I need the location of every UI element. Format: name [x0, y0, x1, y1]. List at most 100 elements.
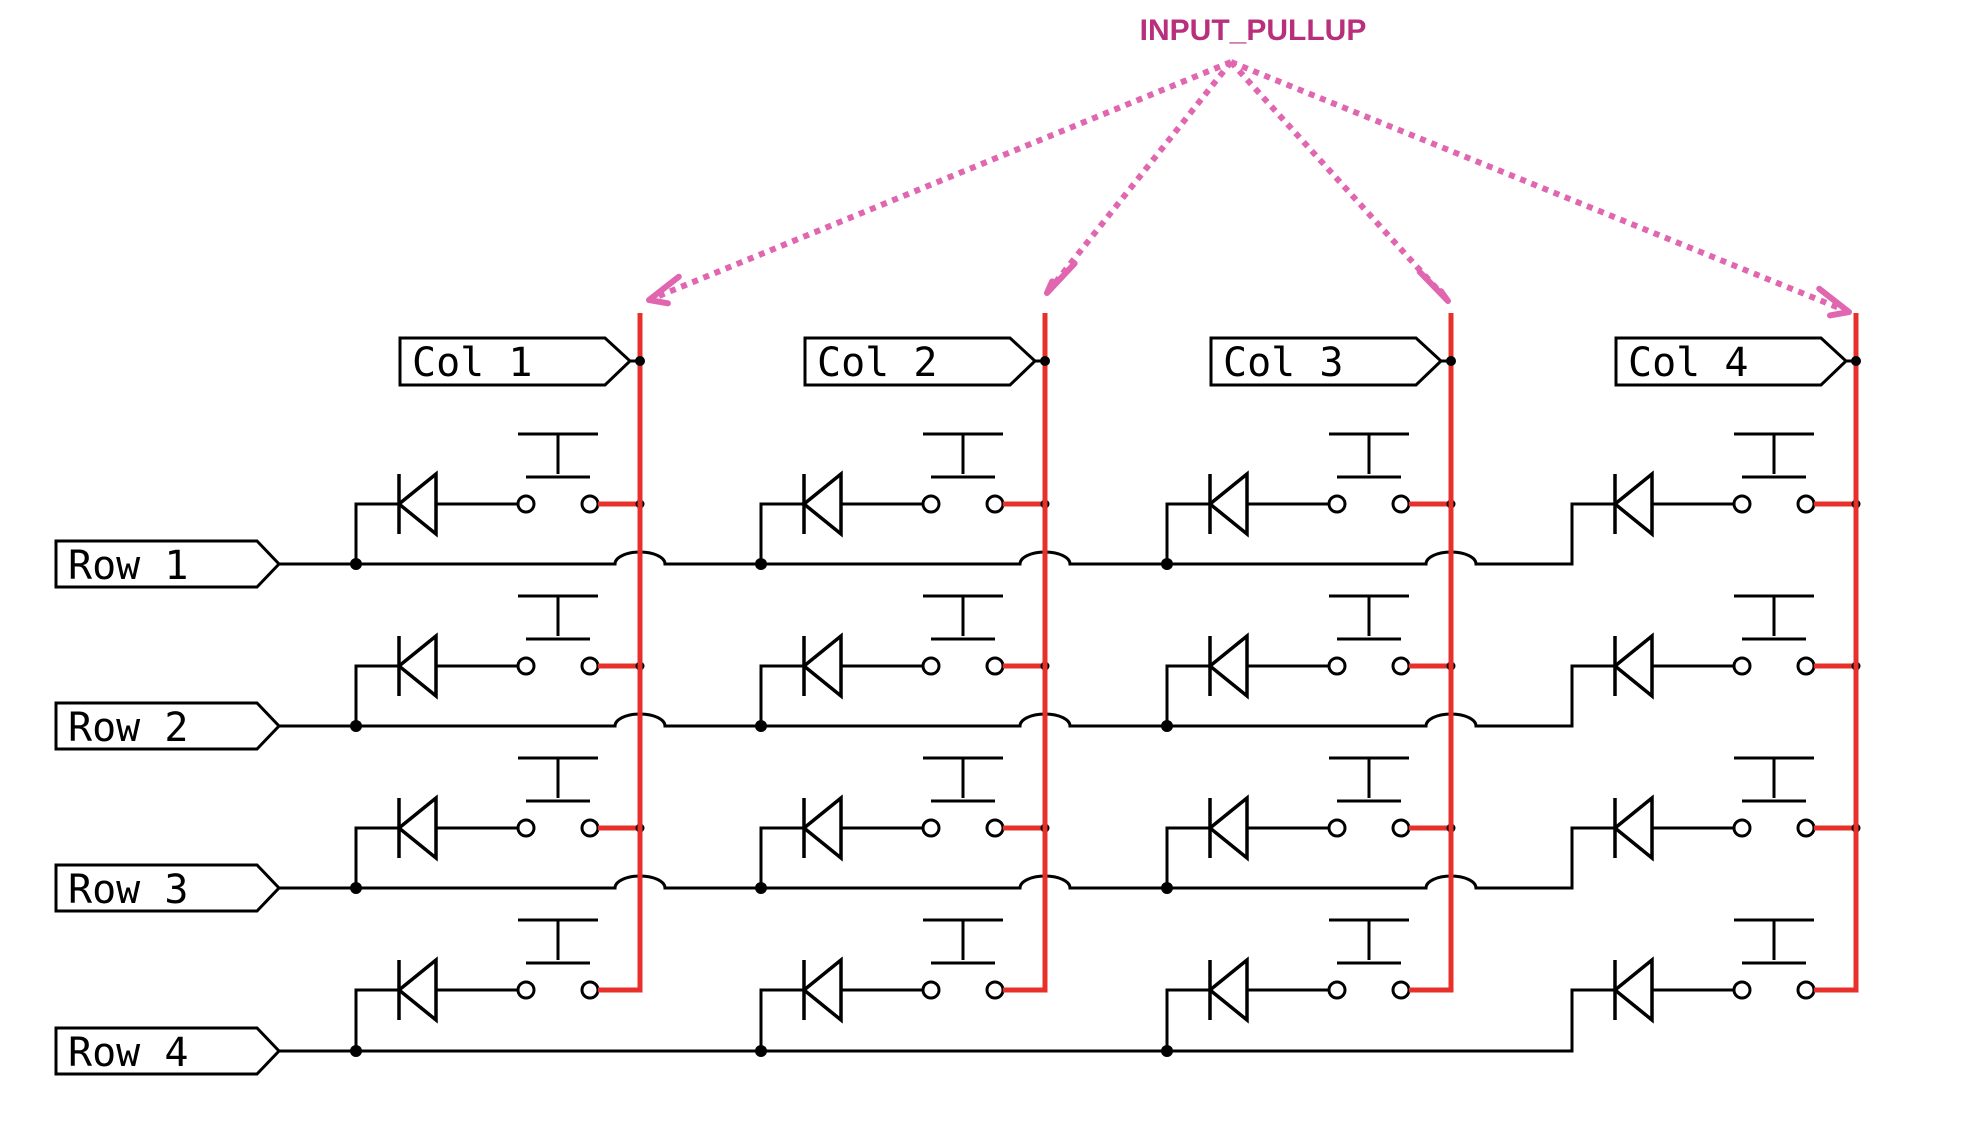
key-cell-c1-r3	[350, 756, 600, 894]
diode-icon	[1612, 632, 1654, 700]
key-cell-c2-r4	[755, 918, 1005, 1057]
row-branch-wire	[759, 502, 804, 566]
key-cell-c3-r2	[1161, 594, 1411, 732]
switch-contact-left	[516, 656, 536, 676]
switch-contact-left	[921, 818, 941, 838]
push-button-switch-icon	[1327, 756, 1411, 838]
port-shape	[54, 863, 282, 913]
push-button-switch-icon	[921, 756, 1005, 838]
port-shape	[803, 336, 1038, 387]
diode-icon	[1207, 632, 1249, 700]
col-label-2: Col 2	[803, 336, 1047, 387]
push-button-switch-icon	[1732, 594, 1816, 676]
diode-triangle	[1612, 794, 1654, 862]
switch-contact-right	[1796, 980, 1816, 1000]
column-1-net	[600, 313, 643, 993]
push-button-switch-icon	[1732, 432, 1816, 514]
diode-icon	[1207, 794, 1249, 862]
diode-icon	[396, 632, 438, 700]
diode-triangle	[1207, 632, 1249, 700]
arrow-head-icon	[1416, 268, 1451, 304]
switch-contact-right	[1391, 494, 1411, 514]
row-2-net	[277, 664, 1574, 728]
switch-contact-left	[1732, 656, 1752, 676]
arrow-to-col-4	[1229, 59, 1852, 319]
switch-contact-right	[985, 980, 1005, 1000]
port-shape	[54, 701, 282, 751]
arrow-head-icon	[646, 273, 682, 307]
diode-triangle	[396, 794, 438, 862]
push-button-switch-icon	[516, 918, 600, 1000]
push-button-switch-icon	[1732, 756, 1816, 838]
junction-dot	[755, 558, 767, 570]
diode-triangle	[801, 956, 843, 1024]
junction-dot	[350, 558, 362, 570]
key-cell-c4-r4	[1570, 918, 1816, 1024]
switch-contact-left	[1732, 818, 1752, 838]
switch-contact-left	[516, 980, 536, 1000]
row-1-net	[277, 502, 1574, 566]
diode-triangle	[396, 470, 438, 538]
push-button-switch-icon	[516, 432, 600, 514]
row-label-text: Row 4	[68, 1030, 188, 1076]
port-shape	[398, 336, 633, 387]
diode-triangle	[1207, 956, 1249, 1024]
key-cell-c1-r4	[350, 918, 600, 1057]
key-cell-c3-r3	[1161, 756, 1411, 894]
key-cell-c2-r2	[755, 594, 1005, 732]
switch-contact-left	[1732, 980, 1752, 1000]
switch-contact-right	[985, 656, 1005, 676]
junction-dot	[755, 1045, 767, 1057]
row-4-net	[277, 988, 1574, 1053]
switch-contact-right	[985, 494, 1005, 514]
column-wiring-layer	[598, 313, 1861, 993]
junction-dot	[350, 882, 362, 894]
switch-contact-left	[1327, 656, 1347, 676]
junction-dot	[755, 720, 767, 732]
arrow-to-col-1	[646, 59, 1233, 307]
junction-dot	[1161, 1045, 1173, 1057]
diode-icon	[801, 794, 843, 862]
push-button-switch-icon	[921, 594, 1005, 676]
input-pullup-annotation: INPUT_PULLUP	[1140, 14, 1367, 47]
switch-contact-left	[1732, 494, 1752, 514]
row-label-text: Row 3	[68, 867, 188, 913]
annotation-layer: INPUT_PULLUP	[646, 14, 1852, 319]
switch-contact-left	[1327, 494, 1347, 514]
row-branch-wire	[759, 826, 804, 890]
key-cell-c3-r1	[1161, 432, 1411, 570]
diode-triangle	[1612, 956, 1654, 1024]
junction-dot	[350, 1045, 362, 1057]
diode-icon	[1612, 956, 1654, 1024]
arrow-to-col-3	[1228, 59, 1451, 304]
diode-triangle	[1207, 794, 1249, 862]
row-branch-wire	[354, 988, 399, 1053]
row-branch-wire	[354, 502, 399, 566]
dotted-arrow-line	[653, 59, 1233, 301]
key-cell-c1-r1	[350, 432, 600, 570]
dotted-arrow-line	[1048, 60, 1234, 291]
row-branch-wire	[1165, 664, 1210, 728]
key-cell-c4-r1	[1570, 432, 1816, 538]
diode-triangle	[1612, 470, 1654, 538]
push-button-switch-icon	[1327, 594, 1411, 676]
row-branch-wire	[354, 664, 399, 728]
diode-icon	[396, 794, 438, 862]
row-branch-wire	[1165, 502, 1210, 566]
row-branch-wire	[1165, 988, 1210, 1053]
diode-icon	[1207, 956, 1249, 1024]
arrow-to-col-2	[1044, 60, 1234, 296]
switch-contact-left	[516, 818, 536, 838]
switch-contact-left	[921, 494, 941, 514]
dotted-arrow-line	[1228, 59, 1447, 299]
column-2-net	[1005, 313, 1048, 993]
col-label-text: Col 1	[412, 340, 532, 386]
switch-contact-right	[1391, 980, 1411, 1000]
diode-icon	[1612, 470, 1654, 538]
diode-triangle	[801, 632, 843, 700]
diode-icon	[801, 956, 843, 1024]
row-label-text: Row 2	[68, 705, 188, 751]
row-label-1: Row 1	[54, 539, 282, 589]
